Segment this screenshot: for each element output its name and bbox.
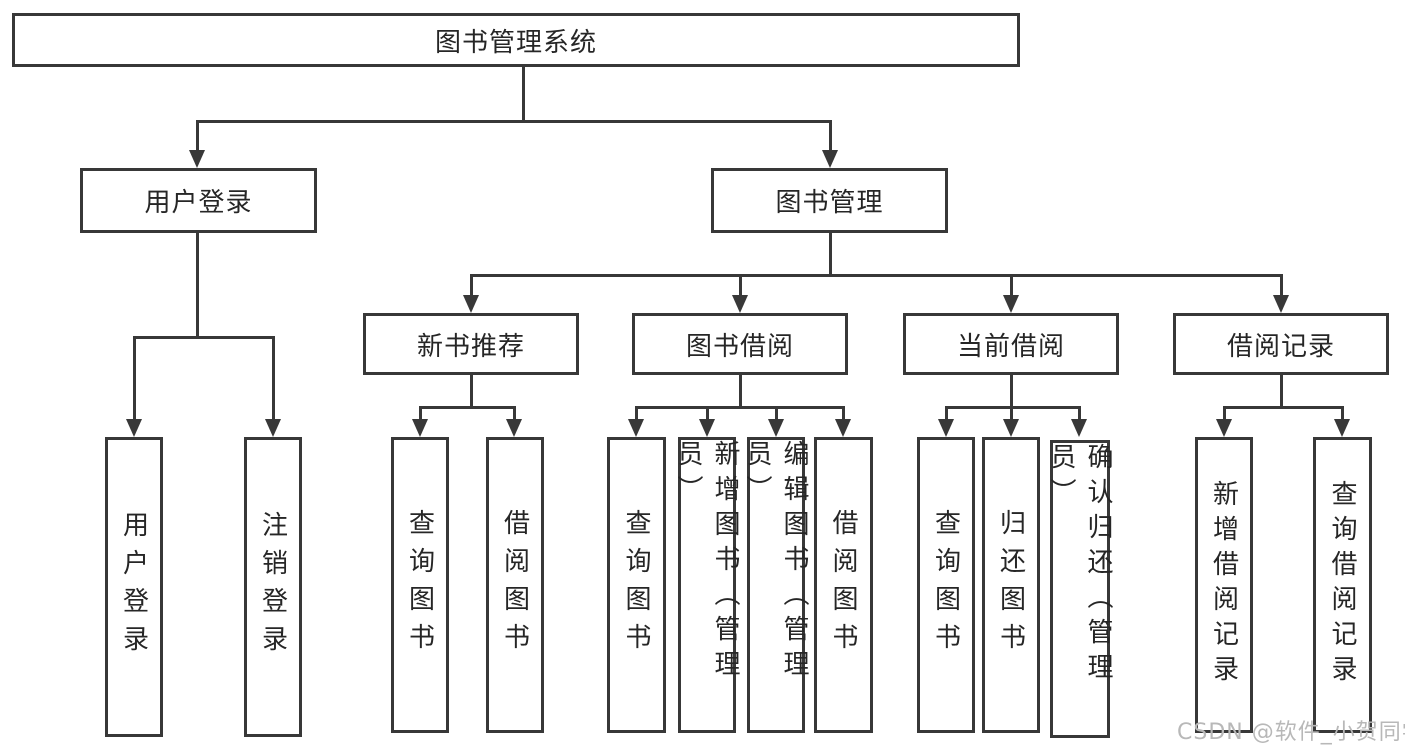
arrow-down-icon [938, 419, 954, 437]
line-drop [945, 406, 948, 420]
arrow-down-icon [126, 419, 142, 437]
line-to-user-login [196, 120, 199, 151]
node-book-borrow: 图书借阅 [632, 313, 848, 375]
leaf-edit-book-admin: 编辑图书（管理员） [742, 437, 809, 733]
arrow-down-icon [768, 419, 784, 437]
leaf-return-books: 归还图书 [982, 437, 1040, 733]
leaf-query-books: 查询图书 [917, 437, 975, 733]
line-drop [1341, 406, 1344, 420]
leaf-add-book-admin: 新增图书（管理员） [673, 437, 740, 733]
node-root: 图书管理系统 [12, 13, 1020, 67]
arrow-down-icon [1003, 419, 1019, 437]
arrow-down-icon [1216, 419, 1232, 437]
line-drop [1010, 274, 1013, 296]
line-branch [470, 274, 1283, 277]
line-drop [739, 274, 742, 296]
arrow-down-icon [506, 419, 522, 437]
line-drop [419, 406, 422, 420]
arrow-down-icon [1003, 295, 1019, 313]
node-book-mgmt: 图书管理 [711, 168, 948, 233]
line-drop [272, 336, 275, 420]
line-drop [775, 406, 778, 420]
leaf-query-books: 查询图书 [607, 437, 666, 733]
line-branch [945, 406, 1081, 409]
line-branch [133, 336, 275, 339]
arrow-down-icon [463, 295, 479, 313]
line-stem [196, 233, 199, 337]
leaf-query-books: 查询图书 [391, 437, 449, 733]
arrow-down-icon [265, 419, 281, 437]
arrow-down-icon [732, 295, 748, 313]
line-stem [1010, 375, 1013, 407]
line-drop [513, 406, 516, 420]
line-stem [829, 233, 832, 275]
leaf-confirm-return-admin: 确认归还（管理员） [1046, 440, 1113, 738]
line-drop [635, 406, 638, 420]
line-stem [739, 375, 742, 407]
line-stem [1280, 375, 1283, 407]
line-drop [1223, 406, 1226, 420]
watermark-text: CSDN @软件_小贺同学 [1177, 720, 1405, 745]
line-branch [419, 406, 516, 409]
arrow-down-icon [1334, 419, 1350, 437]
line-drop [706, 406, 709, 420]
arrow-down-icon [412, 419, 428, 437]
leaf-borrow-books: 借阅图书 [814, 437, 873, 733]
line-drop [1280, 274, 1283, 296]
arrow-down-icon [822, 150, 838, 168]
node-current-borrow: 当前借阅 [903, 313, 1119, 375]
line-drop [133, 336, 136, 420]
line-branch [635, 406, 845, 409]
leaf-borrow-books: 借阅图书 [486, 437, 544, 733]
line-drop [1078, 406, 1081, 420]
arrow-down-icon [835, 419, 851, 437]
node-borrow-records: 借阅记录 [1173, 313, 1389, 375]
leaf-user-login: 用户登录 [105, 437, 163, 737]
line-drop [1010, 406, 1013, 420]
node-user-login: 用户登录 [80, 168, 317, 233]
arrow-down-icon [189, 150, 205, 168]
line-root-stem [522, 67, 525, 121]
arrow-down-icon [1273, 295, 1289, 313]
line-branch [1223, 406, 1344, 409]
line-stem [470, 375, 473, 407]
node-new-book-rec: 新书推荐 [363, 313, 579, 375]
leaf-query-borrow-record: 查询借阅记录 [1313, 437, 1372, 733]
leaf-add-borrow-record: 新增借阅记录 [1195, 437, 1253, 733]
line-to-book-mgmt [829, 120, 832, 151]
line-drop [842, 406, 845, 420]
leaf-logout: 注销登录 [244, 437, 302, 737]
line-root-branch [196, 120, 832, 123]
arrow-down-icon [628, 419, 644, 437]
arrow-down-icon [699, 419, 715, 437]
line-drop [470, 274, 473, 296]
arrow-down-icon [1071, 419, 1087, 437]
